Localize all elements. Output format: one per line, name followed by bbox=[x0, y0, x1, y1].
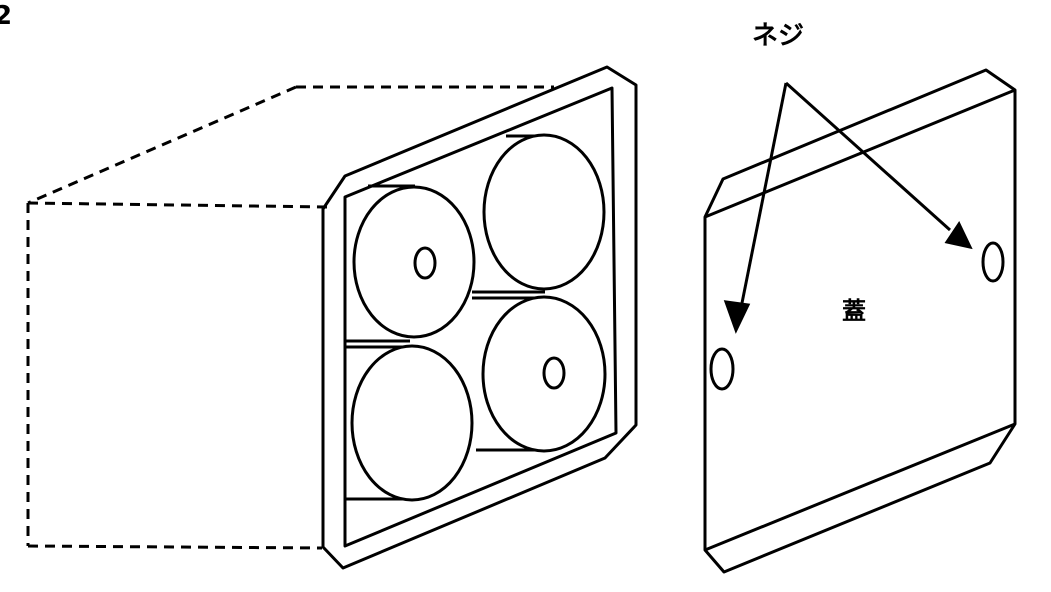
lid-label: 蓋 bbox=[842, 297, 866, 325]
roll-core-hole bbox=[413, 246, 437, 280]
roll-top-right bbox=[482, 133, 606, 291]
screw-leader-arrows bbox=[723, 81, 973, 334]
leader-line-left bbox=[740, 82, 788, 304]
arrowhead-left bbox=[723, 300, 751, 334]
arrowhead-right bbox=[944, 220, 973, 250]
case-inner-frame bbox=[343, 86, 618, 548]
roll-bottom-right bbox=[472, 290, 607, 453]
roll-top-left bbox=[352, 184, 476, 339]
roll-bottom-left bbox=[345, 339, 474, 502]
screw-label: ネジ bbox=[752, 21, 804, 51]
lid-outline bbox=[703, 68, 1017, 574]
case-hidden-outline bbox=[26, 85, 554, 550]
screw-hole-left bbox=[709, 347, 735, 391]
lid-top-edge bbox=[704, 88, 1016, 219]
lid-panel bbox=[703, 68, 1017, 574]
roll-core-hole bbox=[542, 356, 566, 390]
roll-case bbox=[26, 65, 638, 570]
corner-mark: 2 bbox=[0, 1, 12, 31]
screw-hole-right bbox=[981, 241, 1005, 283]
leader-line-right bbox=[784, 81, 952, 232]
case-outer-frame bbox=[321, 65, 638, 570]
lid-bottom-edge bbox=[704, 422, 1016, 552]
